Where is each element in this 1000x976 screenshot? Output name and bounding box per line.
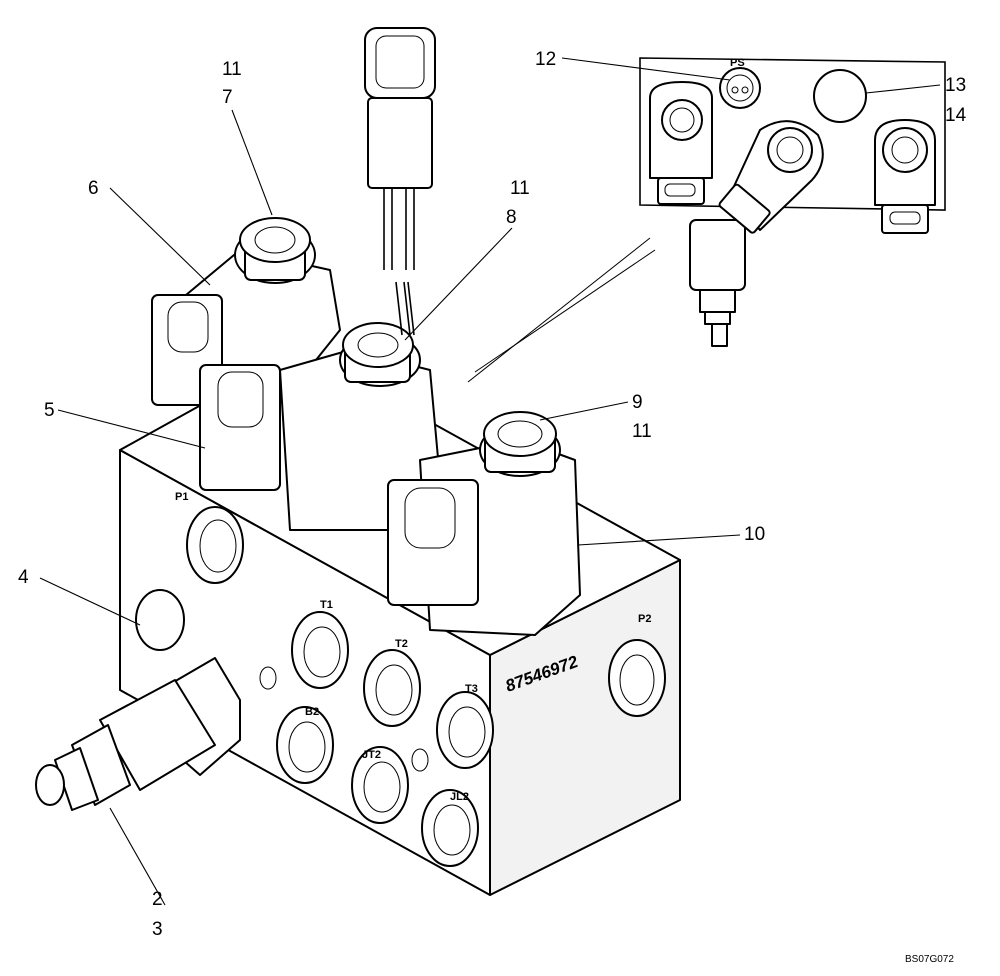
port-label-p2: P2 [638,613,651,625]
solenoid-9 [387,411,581,636]
port-label-p1: P1 [175,491,188,503]
port-label-t2: T2 [395,638,408,650]
callout-14: 14 [945,105,967,126]
port-label-jl2: JL2 [450,791,469,803]
callout-6: 6 [88,178,99,199]
callout-11-a: 11 [222,59,242,80]
callout-13: 13 [945,75,966,96]
callout-5: 5 [44,400,55,421]
callout-8: 8 [506,207,517,228]
port-label-b2: B2 [305,706,319,718]
callout-3: 3 [152,919,163,940]
pressure-sensor [35,657,241,811]
solenoid-8 [199,322,441,531]
callout-10: 10 [744,524,765,545]
callout-11-c: 11 [632,421,652,442]
port-label-t1: T1 [320,599,333,611]
callout-9: 9 [632,392,643,413]
callout-11-b: 11 [510,178,530,199]
port-label-ps: PS [730,57,745,69]
callout-2: 2 [152,889,163,910]
leader-lines [39,57,941,906]
callout-12: 12 [535,49,556,70]
port-label-jt2: JT2 [362,749,381,761]
port-label-t3: T3 [465,683,478,695]
wire-connector [364,27,436,336]
callout-4: 4 [18,567,29,588]
drawing-reference-code: BS07G072 [905,954,954,965]
inset-view: PS [467,57,946,383]
callouts: 2 3 4 5 6 11 7 11 8 9 11 10 12 13 14 [18,49,967,940]
callout-7: 7 [222,87,233,108]
port-holes [135,506,666,867]
